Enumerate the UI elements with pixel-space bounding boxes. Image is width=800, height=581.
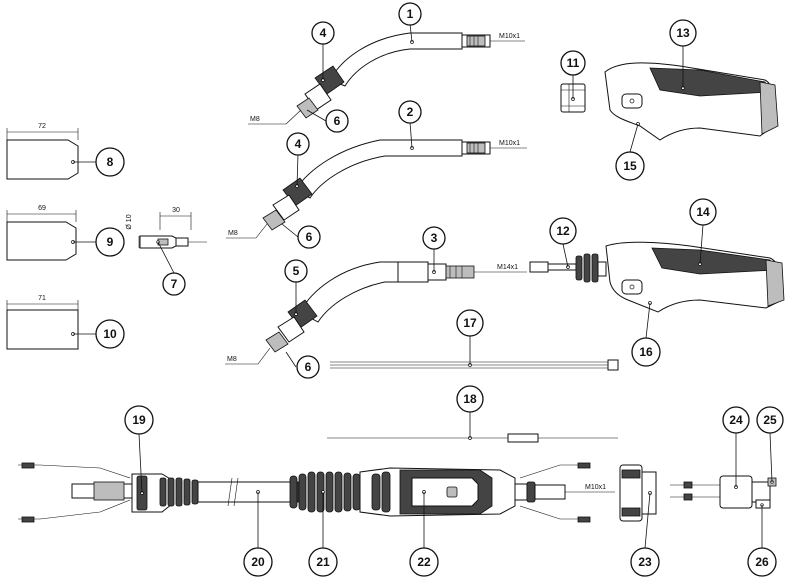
callout-22: 22 (409, 547, 439, 577)
part-25-pin (751, 477, 777, 503)
handle-14 (605, 241, 785, 313)
svg-text:6: 6 (305, 360, 312, 374)
svg-text:18: 18 (463, 392, 477, 406)
leader-lines (73, 23, 773, 549)
callout-8: 8 (95, 147, 125, 177)
svg-text:4: 4 (295, 137, 302, 151)
callout-2: 2 (398, 100, 422, 124)
part-12-connector (529, 253, 607, 283)
callout-21: 21 (308, 547, 338, 577)
dimension-diameter-10: Ø 10 (126, 214, 133, 229)
svg-text:16: 16 (639, 345, 653, 359)
handle-13 (604, 62, 779, 141)
thread-label-2: M10x1 (499, 140, 520, 147)
svg-text:9: 9 (107, 235, 114, 249)
callout-14: 14 (689, 198, 717, 226)
thread-label-m8-3: M8 (227, 356, 237, 363)
svg-text:5: 5 (293, 264, 300, 278)
callout-6a: 6 (325, 109, 349, 133)
svg-text:19: 19 (132, 413, 146, 427)
svg-text:23: 23 (638, 555, 652, 569)
svg-text:20: 20 (251, 555, 265, 569)
svg-text:12: 12 (556, 224, 570, 238)
callout-5: 5 (284, 259, 308, 283)
thread-label-3: M14x1 (497, 264, 518, 271)
svg-text:11: 11 (567, 56, 580, 70)
svg-text:13: 13 (676, 26, 690, 40)
callout-24: 24 (722, 406, 750, 434)
svg-text:3: 3 (431, 231, 438, 245)
thread-label-1: M10x1 (499, 33, 520, 40)
callout-26: 26 (747, 547, 777, 577)
dimension-72: 72 (38, 123, 46, 130)
callout-6b: 6 (297, 225, 321, 249)
callout-9: 9 (95, 227, 125, 257)
dimension-69: 69 (38, 205, 46, 212)
swan-neck-2: M10x1 M8 (226, 139, 527, 239)
thread-label-m8-1: M8 (250, 116, 260, 123)
callout-23: 23 (630, 547, 660, 577)
thread-label-handle: M10x1 (585, 484, 606, 491)
svg-text:8: 8 (107, 155, 114, 169)
swan-neck-1: M10x1 M8 (248, 32, 525, 125)
contact-tip-7: 30 Ø 10 (126, 207, 207, 249)
svg-text:6: 6 (334, 114, 341, 128)
callout-20: 20 (243, 547, 273, 577)
svg-text:24: 24 (729, 413, 743, 427)
callout-7: 7 (162, 272, 186, 296)
callout-16: 16 (631, 337, 661, 367)
callout-15: 15 (615, 151, 645, 181)
callout-4a: 4 (311, 21, 335, 45)
callout-11: 11 (560, 50, 586, 76)
svg-text:2: 2 (407, 105, 414, 119)
callout-17: 17 (456, 309, 484, 337)
liner-17 (330, 359, 619, 371)
part-23-nut (619, 464, 657, 522)
svg-text:4: 4 (320, 26, 327, 40)
callout-12: 12 (549, 217, 577, 245)
nozzle-9: 69 (6, 205, 77, 261)
svg-text:6: 6 (306, 230, 313, 244)
svg-text:21: 21 (316, 555, 330, 569)
callout-13: 13 (669, 19, 697, 47)
dimension-30: 30 (172, 207, 180, 214)
callout-3: 3 (422, 226, 446, 250)
callout-4b: 4 (286, 132, 310, 156)
svg-text:15: 15 (623, 159, 637, 173)
svg-text:10: 10 (103, 327, 117, 341)
callout-1: 1 (398, 2, 422, 26)
cable-assembly: M10x1 (18, 462, 615, 523)
part-24-switch (670, 475, 753, 509)
svg-text:14: 14 (696, 205, 710, 219)
part-26-clip (755, 499, 771, 509)
swan-neck-3: M14x1 M8 (225, 261, 527, 365)
svg-text:25: 25 (763, 413, 777, 427)
nozzle-10: 71 (6, 295, 79, 350)
svg-text:1: 1 (407, 7, 414, 21)
callout-6c: 6 (296, 355, 320, 379)
thread-label-m8-2: M8 (228, 230, 238, 237)
callout-10: 10 (95, 319, 125, 349)
dimension-71: 71 (38, 295, 46, 302)
svg-text:7: 7 (171, 277, 178, 291)
callout-18: 18 (456, 385, 484, 413)
liner-18 (327, 433, 618, 443)
svg-text:22: 22 (417, 555, 431, 569)
nozzle-8: 72 (6, 123, 79, 180)
svg-text:17: 17 (463, 316, 477, 330)
callout-25: 25 (756, 406, 784, 434)
callout-19: 19 (124, 405, 154, 435)
svg-text:26: 26 (755, 555, 769, 569)
